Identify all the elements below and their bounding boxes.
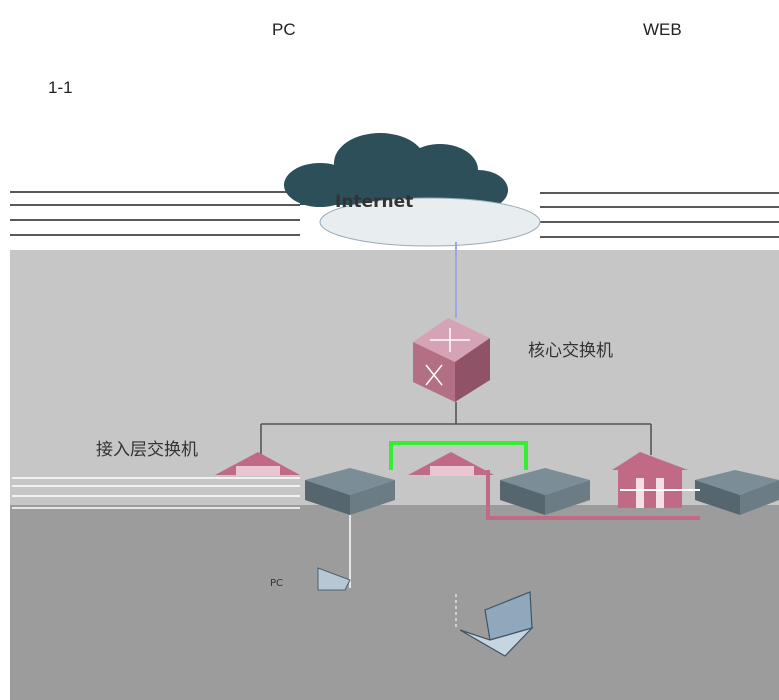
access-switch-icon bbox=[408, 452, 494, 476]
figure-number: 1-1 bbox=[48, 78, 73, 97]
left-striations bbox=[12, 477, 300, 509]
access-layer-label: 接入层交换机 bbox=[96, 440, 198, 460]
right-header-label: WEB bbox=[643, 20, 682, 39]
access-switch-icon bbox=[215, 452, 300, 476]
highlight-link bbox=[389, 441, 528, 470]
cloud-label: Internet bbox=[335, 192, 413, 212]
core-switch-icon bbox=[413, 318, 490, 402]
diagram-background-lower bbox=[10, 505, 779, 700]
cloud-icon bbox=[284, 133, 541, 247]
access-switch-icon bbox=[305, 468, 395, 515]
laptop-icon bbox=[459, 591, 534, 657]
switch-row-links bbox=[486, 470, 700, 520]
distribution-links bbox=[260, 402, 652, 455]
access-switch-icon bbox=[695, 470, 779, 515]
access-switch-icon bbox=[500, 468, 590, 515]
pc-label: PC bbox=[270, 578, 283, 589]
core-switch-label: 核心交换机 bbox=[528, 341, 613, 361]
left-header-label: PC bbox=[272, 20, 296, 39]
pc-icon bbox=[317, 567, 351, 591]
backbone-lines bbox=[10, 191, 779, 238]
